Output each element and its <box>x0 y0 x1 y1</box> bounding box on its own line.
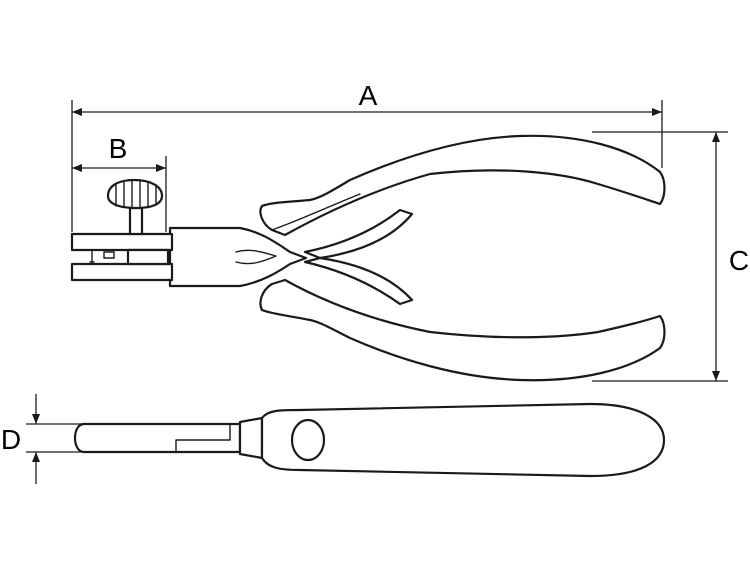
side-jaw-step <box>175 423 231 453</box>
side-jaw <box>73 422 242 454</box>
dimension-a: A <box>71 80 663 232</box>
jaw-stop-block <box>126 248 170 266</box>
dim-d-arrow-top <box>32 414 40 424</box>
dim-d-arrow-bottom <box>32 452 40 462</box>
pliers-head <box>168 226 308 288</box>
head-inner-line <box>235 249 277 265</box>
side-handle <box>260 402 666 478</box>
stripper-pin <box>89 249 95 263</box>
side-rivet <box>290 418 326 462</box>
dim-b-arrow-right <box>156 164 166 172</box>
dim-a-label: A <box>359 80 378 111</box>
pliers-side-view <box>73 402 666 478</box>
side-joint <box>238 416 264 460</box>
dim-a-arrow-left <box>72 108 82 116</box>
dim-b-label: B <box>109 133 128 164</box>
upper-jaw <box>70 232 174 252</box>
spring-lower <box>303 256 414 306</box>
jaw-slot <box>103 251 115 259</box>
dim-c-arrow-bottom <box>712 371 720 381</box>
dim-d-label: D <box>1 424 21 455</box>
dim-c-arrow-top <box>712 132 720 142</box>
dim-a-arrow-right <box>652 108 662 116</box>
knob-knurling <box>115 180 157 209</box>
dim-c-label: C <box>729 245 749 276</box>
lower-handle <box>259 278 666 382</box>
dim-b-arrow-left <box>72 164 82 172</box>
pliers-top-view <box>70 134 666 382</box>
upper-handle <box>259 134 666 237</box>
dimension-b: B <box>72 133 167 232</box>
dimension-c: C <box>592 131 749 382</box>
spring-upper <box>303 208 414 260</box>
lower-jaw <box>70 262 174 282</box>
adjustment-screw-shaft <box>128 206 144 236</box>
dimension-d: D <box>1 394 84 484</box>
upper-handle-grip-line <box>271 193 361 231</box>
